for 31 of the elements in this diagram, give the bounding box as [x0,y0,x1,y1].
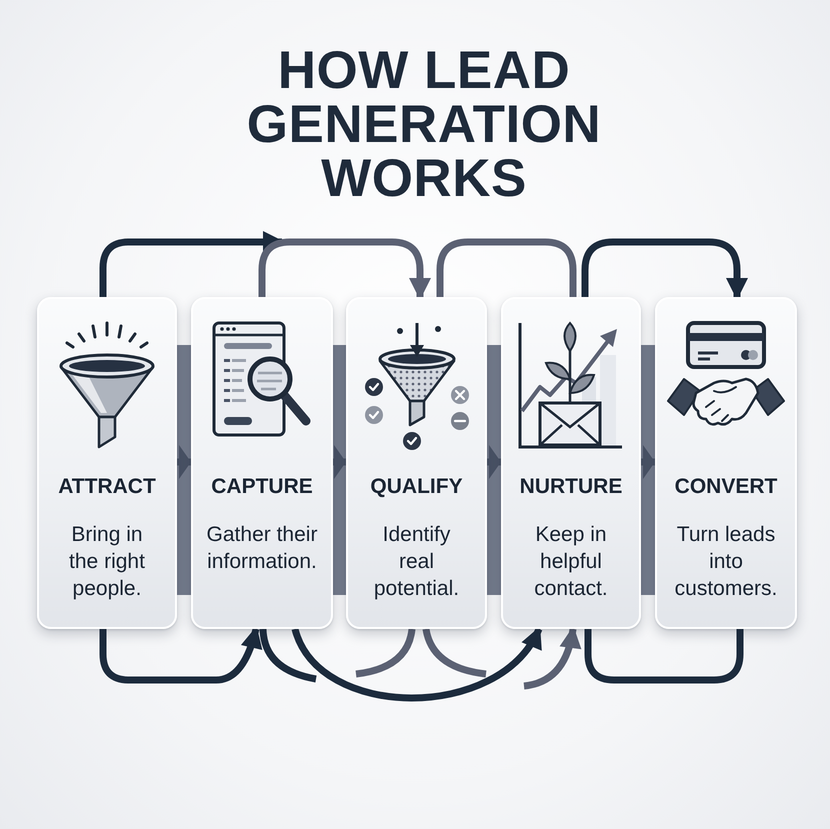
step-description: Keep in helpful contact. [533,522,609,602]
step-description: Turn leads into customers. [674,522,778,602]
step-card [655,297,797,629]
step-description: Identify real potential. [372,522,460,602]
step-title: CONVERT [674,475,778,499]
curved-arrow [258,238,431,300]
curved-line [356,628,416,678]
step-title: CAPTURE [211,475,313,499]
curved-line [260,628,317,682]
step-title: NURTURE [520,475,622,499]
step-card [191,297,333,629]
curved-line [422,628,486,678]
step-title: QUALIFY [370,475,463,499]
curved-arrow [100,231,285,297]
step-card [37,297,177,629]
curved-line [436,238,576,297]
step-card [501,297,641,629]
curved-arrow [523,626,581,690]
chevron-arrow [333,445,346,479]
title: HOW LEAD GENERATION WORKS [246,44,602,206]
step-description: Gather their information. [206,522,318,575]
curved-arrow [100,626,262,684]
curved-line [584,629,744,684]
step-card [346,297,487,629]
chevron-arrow [177,445,191,479]
chevron-arrow [487,445,501,479]
chevron-arrow [641,445,655,479]
step-description: Bring in the right people. [68,522,146,602]
curved-arrow [292,626,542,702]
step-title: ATTRACT [58,475,156,499]
curved-arrow [582,238,748,300]
